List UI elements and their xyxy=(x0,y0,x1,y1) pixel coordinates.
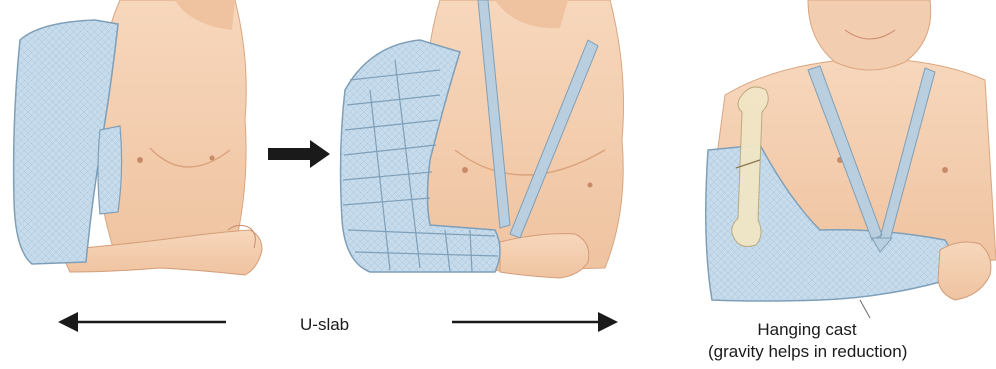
arrow-next-icon xyxy=(268,140,330,168)
arrow-right-icon xyxy=(452,312,618,332)
hanging-cast-label: Hanging cast xyxy=(707,320,907,340)
hanging-cast-note: (gravity helps in reduction) xyxy=(708,342,907,362)
u-slab-inner xyxy=(98,126,122,214)
panel-u-slab-applied xyxy=(14,0,262,275)
panel-hanging-cast xyxy=(706,0,996,318)
arrow-left-icon xyxy=(58,312,226,332)
nipple xyxy=(137,157,143,163)
leader-line xyxy=(860,300,870,318)
u-slab-label: U-slab xyxy=(300,315,349,335)
panel-u-slab-bandaged xyxy=(341,0,624,278)
